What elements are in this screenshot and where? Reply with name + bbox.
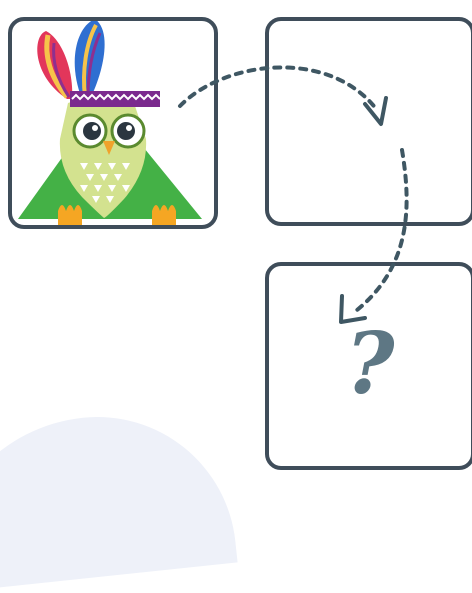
dashed-curved-arrow-icon	[341, 150, 407, 322]
dashed-curved-arrow-icon	[180, 67, 386, 124]
dashed-arrows	[0, 0, 472, 477]
